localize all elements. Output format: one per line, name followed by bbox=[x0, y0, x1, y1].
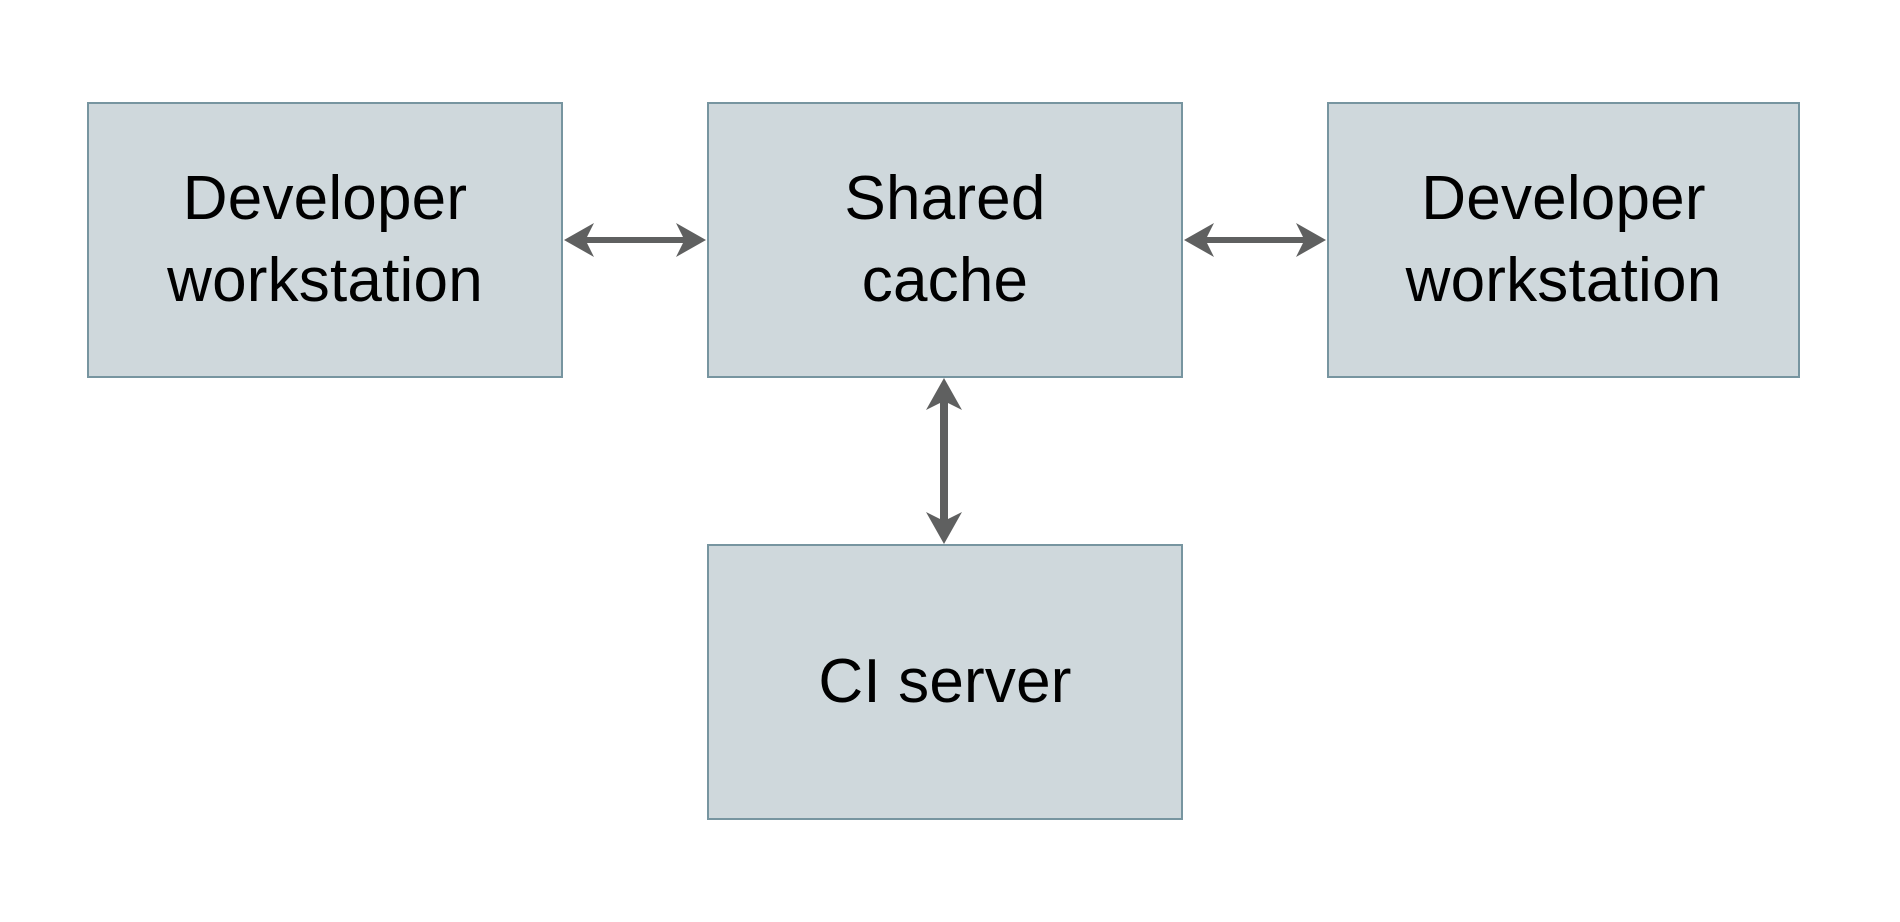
double-arrow-horizontal-icon bbox=[564, 223, 706, 257]
connector-shared-cache-to-ci-server[interactable] bbox=[909, 374, 979, 548]
connector-dev-left-to-shared-cache[interactable] bbox=[560, 205, 710, 275]
connector-shared-cache-to-dev-right[interactable] bbox=[1180, 205, 1330, 275]
node-label: CI server bbox=[818, 647, 1072, 717]
double-arrow-vertical-icon bbox=[926, 378, 962, 544]
double-arrow-horizontal-icon bbox=[1184, 223, 1326, 257]
node-label: Developer workstation bbox=[1405, 164, 1722, 315]
node-ci-server[interactable]: CI server bbox=[707, 544, 1183, 820]
node-shared-cache[interactable]: Shared cache bbox=[707, 102, 1183, 378]
node-developer-workstation-left[interactable]: Developer workstation bbox=[87, 102, 563, 378]
node-label: Developer workstation bbox=[167, 164, 483, 315]
node-developer-workstation-right[interactable]: Developer workstation bbox=[1327, 102, 1800, 378]
node-label: Shared cache bbox=[844, 164, 1046, 315]
